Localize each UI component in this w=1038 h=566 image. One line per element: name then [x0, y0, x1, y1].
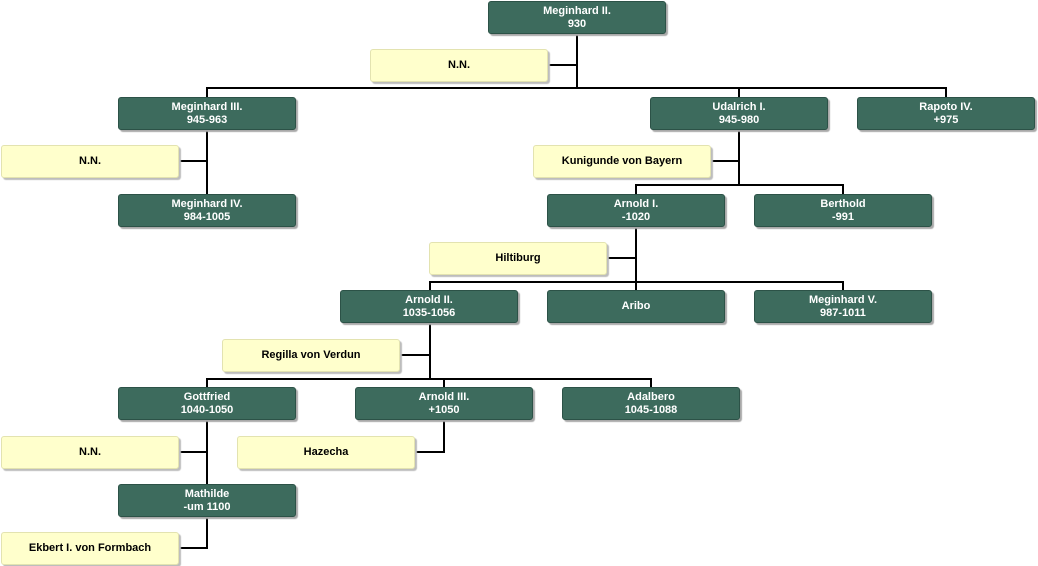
- person-name: Meginhard V.: [808, 293, 878, 306]
- person-dates: 1045-1088: [624, 403, 678, 416]
- spouse-name: Regilla von Verdun: [261, 349, 361, 361]
- spouse-hazecha[interactable]: Hazecha: [237, 436, 415, 469]
- person-gottfried[interactable]: Gottfried 1040-1050: [118, 387, 296, 420]
- person-dates: 984-1005: [183, 210, 231, 223]
- person-dates: -um 1100: [183, 500, 231, 513]
- spouse-nn-gottfried[interactable]: N.N.: [1, 436, 179, 469]
- person-name: Arnold I.: [613, 197, 659, 210]
- spouse-nn-meginhard-ii[interactable]: N.N.: [370, 49, 548, 82]
- spouse-nn-meginhard-iii[interactable]: N.N.: [1, 145, 179, 178]
- spouse-kunigunde[interactable]: Kunigunde von Bayern: [533, 145, 711, 178]
- spouse-name: N.N.: [79, 155, 101, 167]
- spouse-regilla[interactable]: Regilla von Verdun: [222, 339, 400, 372]
- person-arnold-ii[interactable]: Arnold II. 1035-1056: [340, 290, 518, 323]
- spouse-name: Hiltiburg: [495, 252, 541, 264]
- person-name: Mathilde: [184, 487, 230, 500]
- person-udalrich-i[interactable]: Udalrich I. 945-980: [650, 97, 828, 130]
- spouse-name: N.N.: [448, 59, 470, 71]
- person-dates: -991: [831, 210, 855, 223]
- person-aribo[interactable]: Aribo: [547, 290, 725, 323]
- person-name: Arnold II.: [405, 293, 453, 306]
- spouse-ekbert[interactable]: Ekbert I. von Formbach: [1, 532, 179, 565]
- person-name: Udalrich I.: [712, 100, 766, 113]
- person-meginhard-iii[interactable]: Meginhard III. 945-963: [118, 97, 296, 130]
- person-arnold-iii[interactable]: Arnold III. +1050: [355, 387, 533, 420]
- person-name: Aribo: [621, 300, 651, 312]
- spouse-name: N.N.: [79, 446, 101, 458]
- person-dates: 1040-1050: [180, 403, 234, 416]
- person-name: Arnold III.: [418, 390, 470, 403]
- spouse-hiltiburg[interactable]: Hiltiburg: [429, 242, 607, 275]
- person-mathilde[interactable]: Mathilde -um 1100: [118, 484, 296, 517]
- person-dates: 930: [567, 17, 587, 30]
- spouse-name: Kunigunde von Bayern: [561, 155, 683, 167]
- person-dates: -1020: [621, 210, 651, 223]
- person-dates: 945-963: [186, 113, 228, 126]
- person-rapoto-iv[interactable]: Rapoto IV. +975: [857, 97, 1035, 130]
- person-berthold[interactable]: Berthold -991: [754, 194, 932, 227]
- person-dates: +1050: [428, 403, 460, 416]
- person-name: Meginhard IV.: [171, 197, 243, 210]
- person-dates: 1035-1056: [402, 306, 456, 319]
- person-dates: 945-980: [718, 113, 760, 126]
- person-arnold-i[interactable]: Arnold I. -1020: [547, 194, 725, 227]
- person-adalbero[interactable]: Adalbero 1045-1088: [562, 387, 740, 420]
- person-name: Rapoto IV.: [919, 100, 973, 113]
- person-meginhard-ii[interactable]: Meginhard II. 930: [488, 1, 666, 34]
- person-name: Adalbero: [627, 390, 675, 403]
- person-name: Gottfried: [183, 390, 231, 403]
- spouse-name: Ekbert I. von Formbach: [28, 542, 152, 554]
- person-meginhard-iv[interactable]: Meginhard IV. 984-1005: [118, 194, 296, 227]
- person-name: Meginhard III.: [171, 100, 243, 113]
- person-name: Berthold: [820, 197, 866, 210]
- person-dates: +975: [933, 113, 959, 126]
- person-name: Meginhard II.: [543, 4, 611, 17]
- spouse-name: Hazecha: [303, 446, 349, 458]
- person-dates: 987-1011: [820, 306, 866, 319]
- person-meginhard-v[interactable]: Meginhard V. 987-1011: [754, 290, 932, 323]
